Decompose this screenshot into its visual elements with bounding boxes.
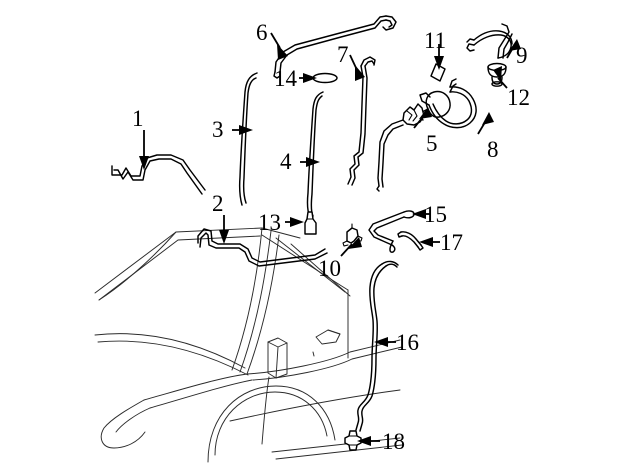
part-washer-tube-long-4[interactable] xyxy=(306,91,324,218)
callout-label-7: 7 xyxy=(337,42,349,67)
part-washer-hose-formed-2[interactable] xyxy=(197,228,328,267)
part-washer-grommet-18[interactable] xyxy=(344,430,362,451)
part-washer-tube-rear-16[interactable] xyxy=(355,260,399,432)
callout-label-6: 6 xyxy=(256,20,268,45)
part-washer-clip-11[interactable] xyxy=(430,63,446,82)
vehicle-body-outline xyxy=(94,227,403,463)
callout-label-14: 14 xyxy=(274,66,297,91)
callout-label-11: 11 xyxy=(424,28,447,53)
callout-leaders xyxy=(139,32,521,446)
callout-label-12: 12 xyxy=(507,85,530,110)
callout-label-4: 4 xyxy=(280,149,292,174)
callout-label-17: 17 xyxy=(440,230,463,255)
part-washer-hose-curved-8[interactable] xyxy=(419,78,477,129)
callout-label-16: 16 xyxy=(396,330,419,355)
callout-label-8: 8 xyxy=(487,137,499,162)
part-washer-tube-7[interactable] xyxy=(347,56,376,186)
part-washer-hose-short-17[interactable] xyxy=(397,231,424,251)
callout-label-2: 2 xyxy=(212,191,224,216)
part-washer-nozzle-13[interactable] xyxy=(304,211,317,235)
part-washer-nozzle-assembly-5[interactable] xyxy=(376,90,451,192)
callout-label-3: 3 xyxy=(212,117,224,142)
callout-label-9: 9 xyxy=(516,43,528,68)
callout-label-15: 15 xyxy=(424,202,447,227)
part-washer-connector-10[interactable] xyxy=(342,223,363,247)
callout-label-10: 10 xyxy=(318,256,341,281)
callout-label-13: 13 xyxy=(258,210,281,235)
part-washer-hose-curved-9[interactable] xyxy=(466,23,513,59)
callout-label-1: 1 xyxy=(132,106,144,131)
part-washer-hose-roof-6[interactable] xyxy=(273,15,397,79)
part-washer-tube-long-3[interactable] xyxy=(238,72,258,206)
part-washer-hose-formed-1[interactable] xyxy=(111,154,206,195)
callout-label-18: 18 xyxy=(382,429,405,454)
part-washer-hose-bracket-15[interactable] xyxy=(368,210,415,253)
callout-label-5: 5 xyxy=(426,131,438,156)
